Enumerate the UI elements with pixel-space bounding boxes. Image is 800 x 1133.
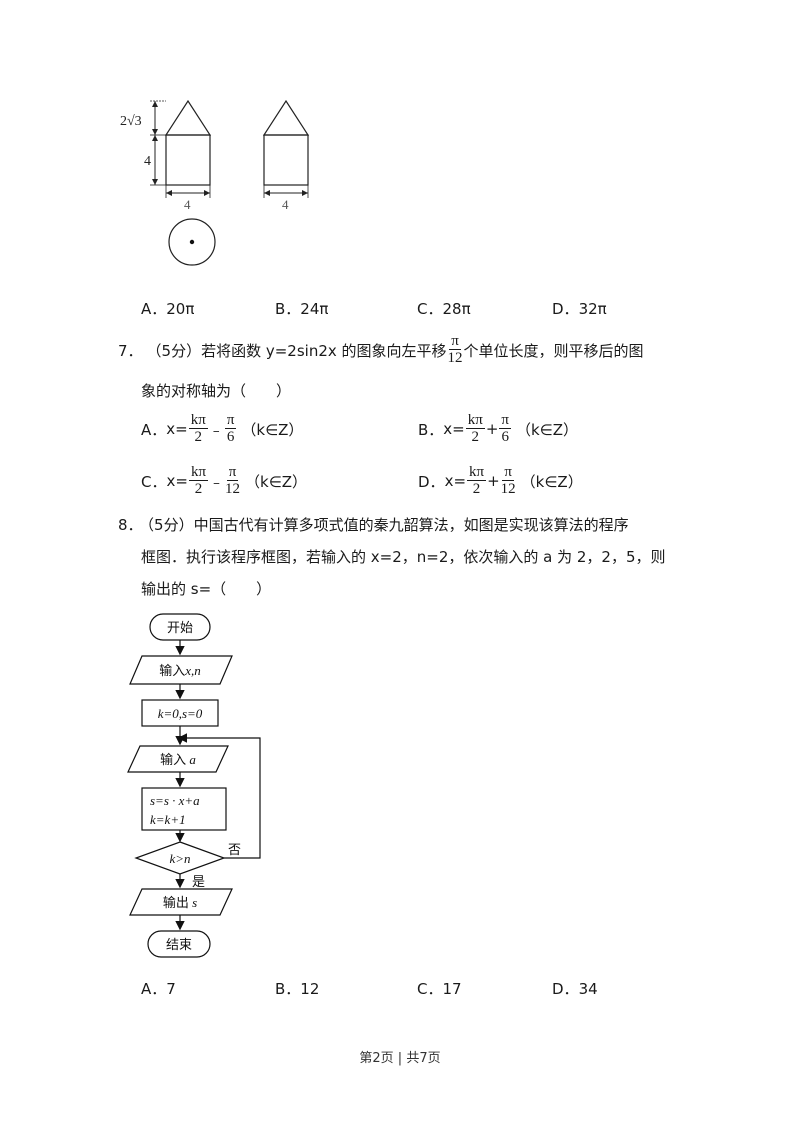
side-view-square [263,134,309,186]
flowchart-end-node [147,930,211,958]
q7-stem-part1: （5分）若将函数 y=2sin2x 的图象向左平移 [146,341,447,360]
option-label: D． [418,472,445,491]
option-operator: ﹣ [209,472,225,491]
option-text: 32π [578,300,607,318]
flowchart-input-a-label: 输入 a [160,752,196,768]
flowchart: 开始 输入x,n k=0,s=0 输入 a s=s · x+a k=k+1 k>… [127,613,261,958]
q8-stem-line2: 框图．执行该程序框图，若输入的 x=2，n=2，依次输入的 a 为 2，2，5，… [141,548,666,566]
three-view-figure: 2√3 4 4 4 [120,99,310,266]
option-label: D． [552,980,579,998]
option-text: 28π [442,300,471,318]
q8-stem-line1: 8．（5分）中国古代有计算多项式值的秦九韶算法，如图是实现该算法的程序 [118,514,629,536]
flowchart-update-k: k=k+1 [150,812,186,827]
option-suffix: （k∈Z） [241,420,304,439]
option-suffix: （k∈Z） [520,472,583,491]
q7-stem-part2: 个单位长度，则平移后的图 [463,341,644,360]
q8-option-b[interactable]: B．12 [275,978,319,1000]
q8-option-a[interactable]: A．7 [141,978,176,1000]
option-prefix: x= [166,420,188,438]
flowchart-start-label: 开始 [167,621,193,636]
option-prefix: x= [166,472,188,490]
option-label: A． [141,300,167,318]
question-number: 7． [118,341,143,360]
option-text: 7 [166,980,176,998]
option-label: A． [141,420,167,439]
option-operator: ﹣ [208,420,224,439]
option-text: 34 [578,980,598,998]
option-label: C． [417,300,443,318]
option-text: 20π [166,300,195,318]
flowchart-input-a [127,745,229,773]
option-prefix: x= [443,420,465,438]
question-number: 8． [118,516,143,534]
flowchart-input-xn-label: 输入x,n [159,663,201,679]
dim-root-label: 2√3 [120,114,142,129]
flowchart-no-label: 否 [228,843,241,858]
option-prefix: x= [444,472,467,490]
front-view-triangle [164,99,212,136]
option-label: C． [417,980,443,998]
option-label: B． [275,300,301,318]
side-view-triangle [262,99,310,136]
option-label: B． [275,980,301,998]
flowchart-process-box [141,787,227,831]
q8-option-c[interactable]: C．17 [417,978,462,1000]
flowchart-loop-line [177,733,261,859]
top-view-center-dot [189,239,195,245]
dim-height-label: 4 [144,154,151,169]
q6-option-b[interactable]: B．24π [275,298,328,320]
front-view-square [165,134,211,186]
option-operator: + [487,472,500,490]
option-label: D． [552,300,579,318]
flowchart-output-label: 输出 s [163,895,197,911]
option-operator: + [485,420,499,438]
option-suffix: （k∈Z） [245,472,308,491]
q6-option-c[interactable]: C．28π [417,298,471,320]
option-label: B． [418,420,444,439]
flowchart-update-s: s=s · x+a [150,793,200,808]
flowchart-output [129,888,233,916]
option-label: C． [141,472,167,491]
q7-stem-line2: 象的对称轴为（ ） [141,382,292,400]
q8-stem-part1: （5分）中国古代有计算多项式值的秦九韶算法，如图是实现该算法的程序 [146,516,629,534]
dim-width-right-label: 4 [282,197,289,212]
page-footer: 第2页 | 共7页 [359,1051,441,1066]
option-suffix: （k∈Z） [515,420,579,439]
q6-option-d[interactable]: D．32π [552,298,607,320]
q8-stem-line3: 输出的 s=（ ） [141,580,272,598]
flowchart-yes-label: 是 [192,875,205,890]
option-label: A． [141,980,167,998]
flowchart-input-xn [129,655,233,685]
option-text: 12 [300,980,320,998]
flowchart-end-label: 结束 [166,938,192,953]
dim-width-left-label: 4 [184,197,191,212]
option-text: 24π [300,300,329,318]
q8-option-d[interactable]: D．34 [552,978,598,1000]
top-view-circle [168,218,216,266]
flowchart-condition-label: k>n [169,851,190,866]
q6-option-a[interactable]: A．20π [141,298,194,320]
option-text: 17 [442,980,462,998]
flowchart-init-label: k=0,s=0 [158,706,203,721]
